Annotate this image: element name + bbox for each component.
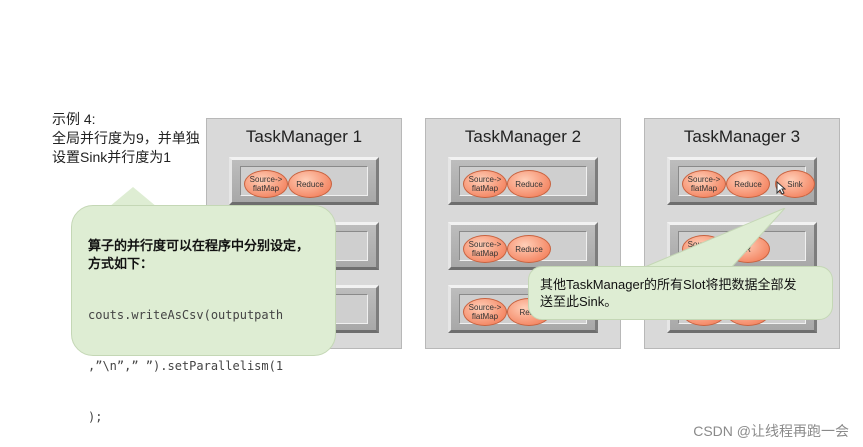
callout-left-code: couts.writeAsCsv(outputpath ,”\n”,” ”).s… bbox=[88, 273, 328, 443]
callout-left-heading-line1: 算子的并行度可以在程序中分别设定， bbox=[88, 238, 310, 253]
callout-right-text: 其他TaskManager的所有Slot将把数据全部发 送至此Sink。 bbox=[540, 276, 830, 310]
callout-right-line2: 送至此Sink。 bbox=[540, 294, 618, 309]
tm2-slot-2: Source->flatMap Reduce bbox=[448, 222, 598, 270]
code-line-3: ); bbox=[88, 410, 103, 424]
reduce-operator: Reduce bbox=[507, 235, 551, 263]
slot-inner: Source->flatMap Reduce bbox=[459, 231, 587, 263]
example-description: 示例 4: 全局并行度为9，并单独 设置Sink并行度为1 bbox=[52, 110, 222, 167]
source-flatmap-operator: Source->flatMap bbox=[463, 298, 507, 326]
callout-left bbox=[71, 205, 336, 356]
code-line-1: couts.writeAsCsv(outputpath bbox=[88, 308, 284, 322]
tm1-slot-1: Source->flatMap Reduce bbox=[229, 157, 379, 205]
callout-left-tail bbox=[109, 187, 157, 207]
slot-inner: Source->flatMap Reduce Sink bbox=[678, 166, 815, 198]
source-flatmap-operator: Source->flatMap bbox=[463, 170, 507, 198]
taskmanager-2-title: TaskManager 2 bbox=[464, 127, 582, 146]
tm3-slot-1: Source->flatMap Reduce Sink bbox=[667, 157, 817, 205]
watermark: CSDN @让线程再跑一会 bbox=[693, 423, 849, 439]
reduce-operator: Reduce bbox=[726, 170, 770, 198]
callout-right-line1: 其他TaskManager的所有Slot将把数据全部发 bbox=[540, 277, 797, 292]
callout-left-heading-line2: 方式如下： bbox=[88, 256, 154, 271]
source-flatmap-operator: Source->flatMap bbox=[682, 170, 726, 198]
reduce-operator: Reduce bbox=[288, 170, 332, 198]
source-flatmap-operator: Source->flatMap bbox=[463, 235, 507, 263]
tm2-slot-1: Source->flatMap Reduce bbox=[448, 157, 598, 205]
code-line-2: ,”\n”,” ”).setParallelism(1 bbox=[88, 359, 284, 373]
callout-left-heading: 算子的并行度可以在程序中分别设定， 方式如下： bbox=[88, 237, 328, 273]
callout-right bbox=[528, 266, 833, 320]
example-label: 示例 4: bbox=[52, 111, 96, 127]
taskmanager-3-title: TaskManager 3 bbox=[683, 127, 801, 146]
example-line-parallelism: 全局并行度为9，并单独 bbox=[52, 130, 200, 146]
slot-inner: Source->flatMap Reduce bbox=[240, 166, 368, 198]
source-flatmap-operator: Source->flatMap bbox=[244, 170, 288, 198]
taskmanager-1-title: TaskManager 1 bbox=[245, 127, 363, 146]
example-line-sink: 设置Sink并行度为1 bbox=[52, 149, 172, 165]
mouse-cursor-icon bbox=[776, 181, 786, 195]
callout-right-tail bbox=[639, 208, 786, 270]
reduce-operator: Reduce bbox=[507, 170, 551, 198]
slot-inner: Source->flatMap Reduce bbox=[459, 166, 587, 198]
